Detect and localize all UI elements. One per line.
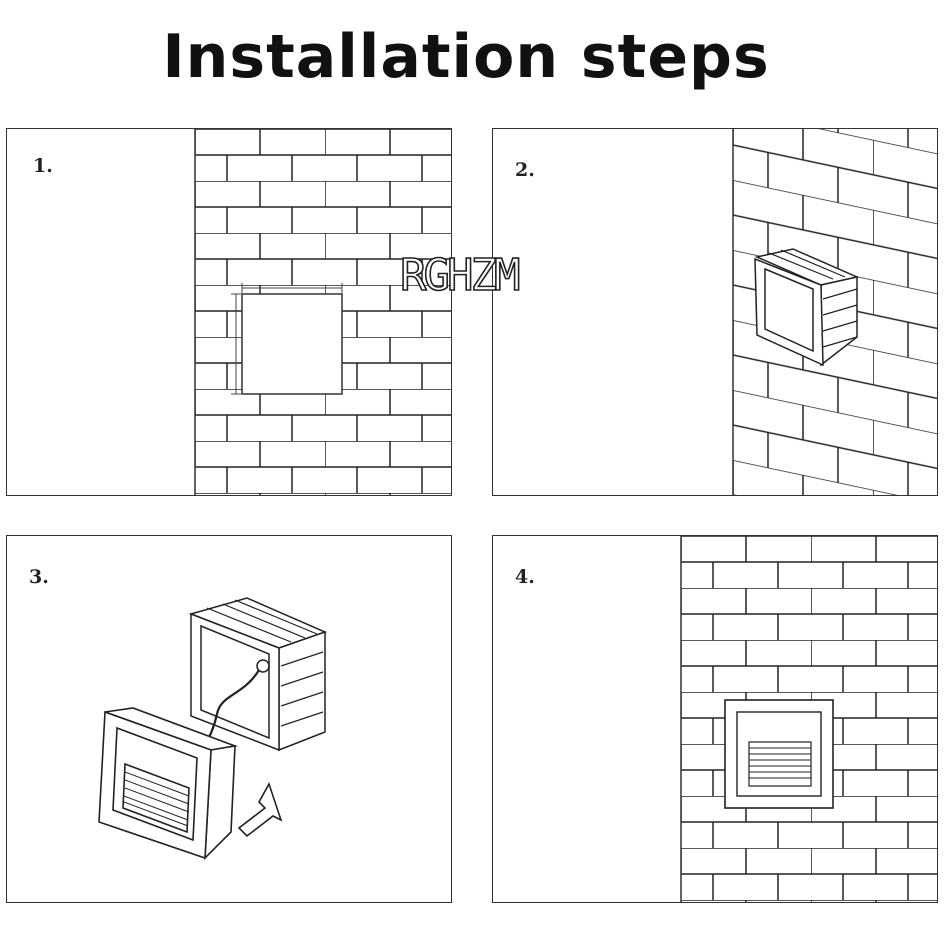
insert-arrow-icon: [237, 782, 283, 838]
step-4-label: 4.: [515, 566, 535, 588]
watermark-logo: RGHZM: [399, 249, 521, 302]
step-4-panel: 4.: [492, 535, 938, 903]
step-3-label: 3.: [29, 566, 49, 588]
step-1-label: 1.: [33, 155, 53, 177]
step-2-panel: 2.: [492, 128, 938, 496]
step-3-panel: 3.: [6, 535, 452, 903]
cable-hole-icon: [256, 659, 270, 673]
step-1-panel: 1.: [6, 128, 452, 496]
step-4-illustration: [680, 536, 937, 902]
step-2-label: 2.: [515, 159, 535, 181]
step-3-illustration: [98, 597, 328, 861]
step-1-illustration: [194, 129, 451, 495]
page-title: Installation steps: [162, 22, 770, 92]
step-2-illustration: [732, 129, 937, 495]
